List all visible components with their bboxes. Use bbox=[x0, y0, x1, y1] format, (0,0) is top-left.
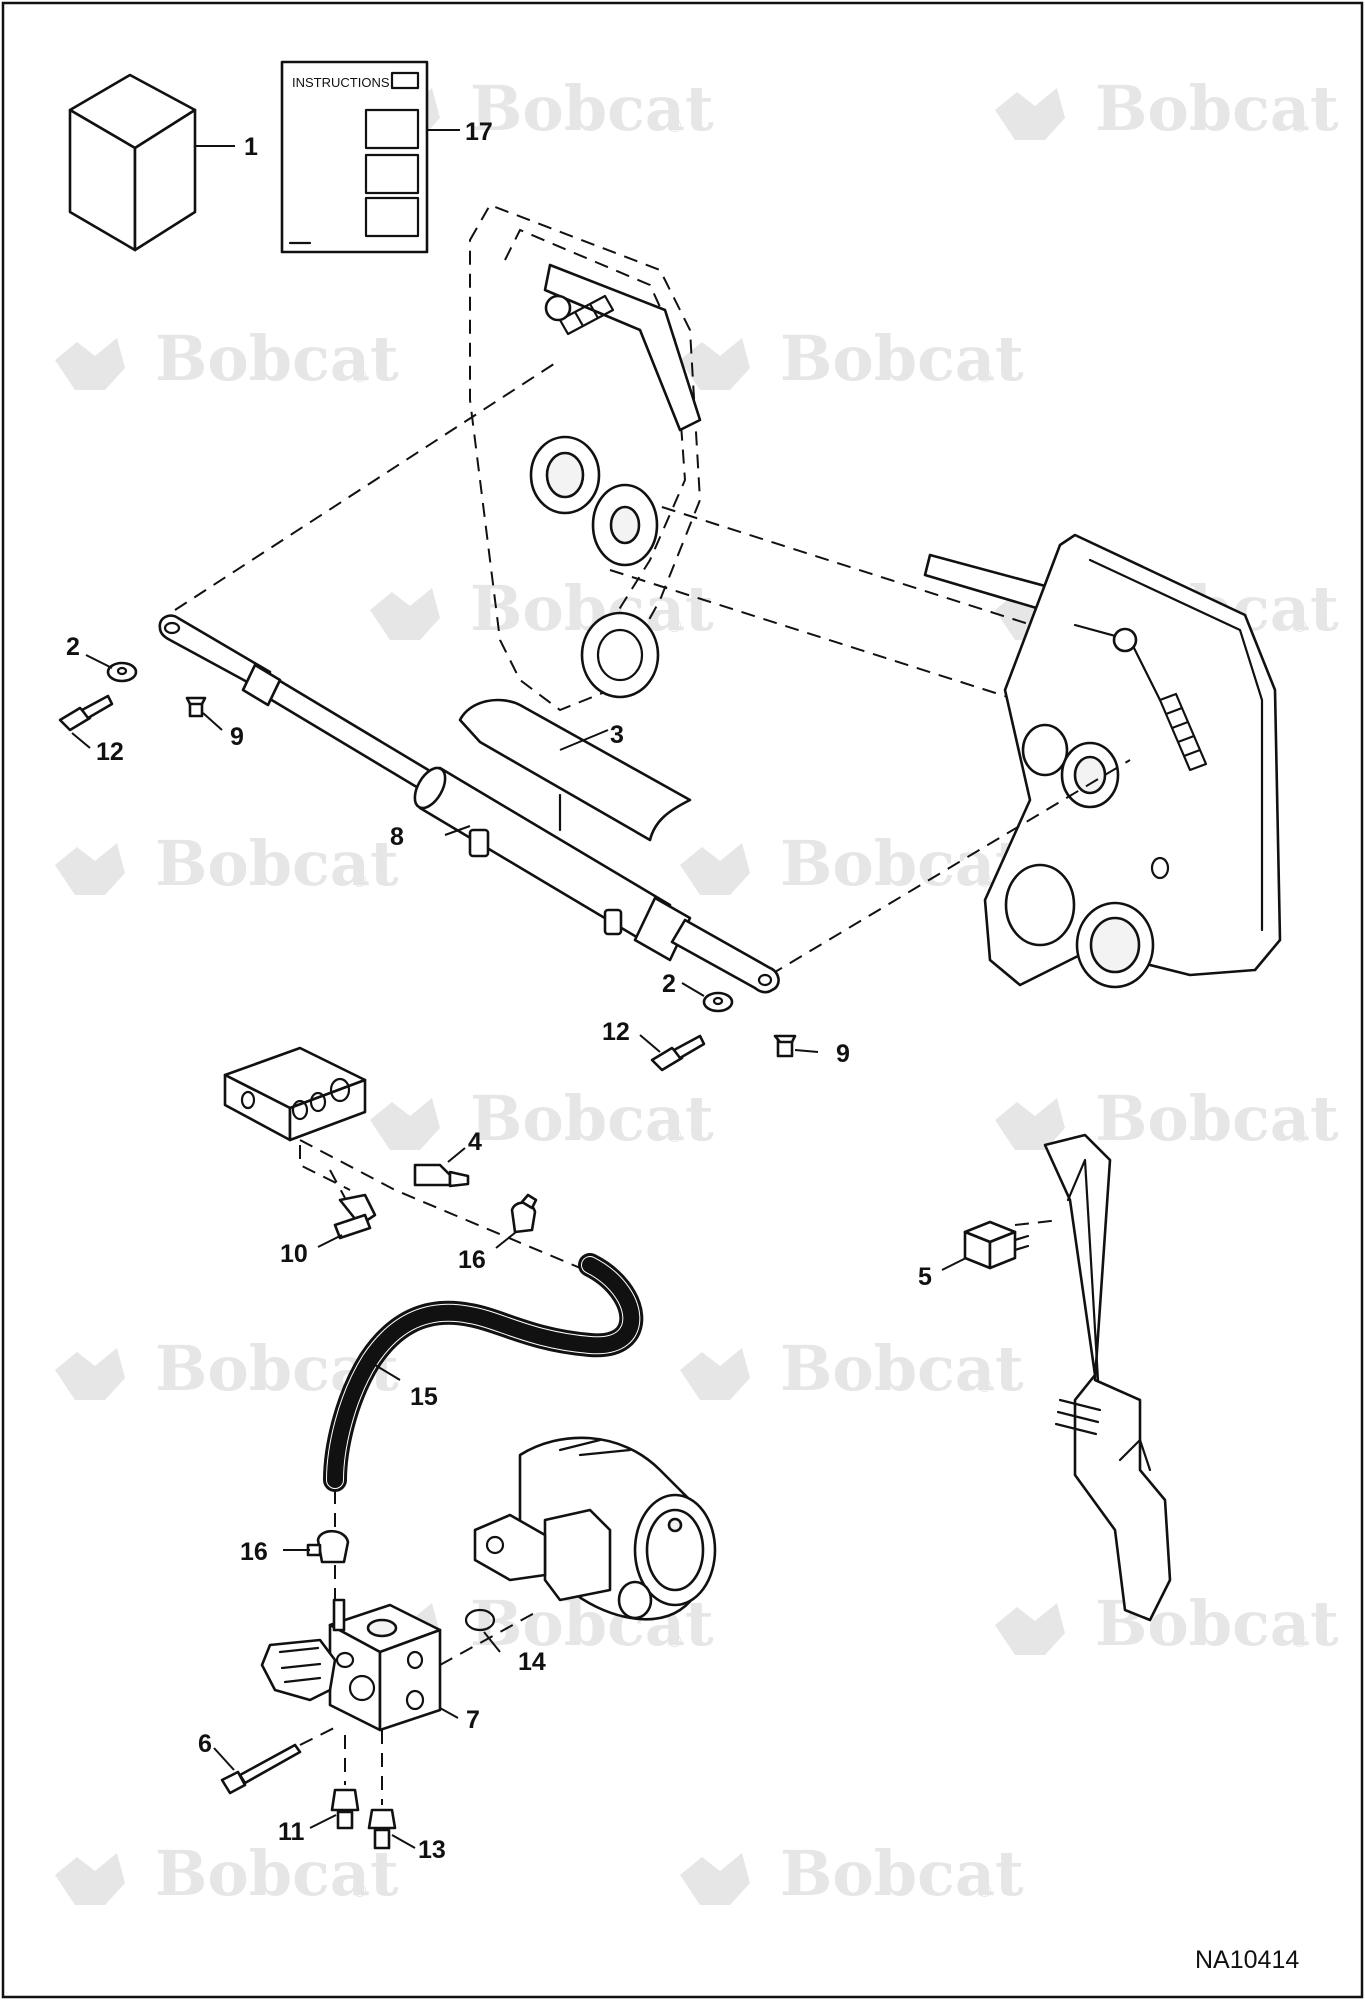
callout-2-lower: 2 bbox=[662, 970, 676, 998]
callout-7: 7 bbox=[466, 1706, 480, 1734]
bobcat-watermark: Bobcat® bbox=[680, 827, 1024, 900]
leader-lines bbox=[71, 129, 967, 1849]
watermark-brand: Bobcat bbox=[470, 1082, 714, 1155]
drawing-number: NA10414 bbox=[1195, 1946, 1299, 1974]
watermark-brand: Bobcat bbox=[780, 1837, 1024, 1910]
watermark-registered-mark: ® bbox=[978, 1881, 991, 1901]
callout-9-lower: 9 bbox=[836, 1040, 850, 1068]
fitting-13 bbox=[367, 1730, 397, 1850]
bobcat-logo-icon bbox=[995, 1098, 1065, 1150]
callout-2-upper: 2 bbox=[66, 633, 80, 661]
bobcat-logo-icon bbox=[680, 843, 750, 895]
callouts: 1 17 2 12 9 3 8 2 12 9 4 10 16 5 15 16 1… bbox=[66, 118, 932, 1864]
gear-pump bbox=[439, 1436, 717, 1666]
bobcat-watermark: Bobcat® bbox=[680, 1332, 1024, 1405]
callout-8: 8 bbox=[390, 823, 404, 851]
elbow-fitting bbox=[329, 1169, 377, 1240]
diverter-valve-block bbox=[223, 1046, 586, 1271]
kit-box bbox=[68, 73, 197, 252]
solenoid-valve-block bbox=[260, 1598, 442, 1732]
bobcat-logo-icon bbox=[55, 338, 125, 390]
bobcat-watermark: Bobcat® bbox=[680, 322, 1024, 395]
callout-1: 1 bbox=[244, 133, 258, 161]
watermark-registered-mark: ® bbox=[668, 116, 681, 136]
bobcat-logo-icon bbox=[55, 1853, 125, 1905]
long-bolt bbox=[220, 1724, 341, 1795]
bobcat-logo-icon bbox=[995, 88, 1065, 140]
bobcat-logo-icon bbox=[55, 843, 125, 895]
bobcat-logo-icon bbox=[680, 338, 750, 390]
watermark-registered-mark: ® bbox=[353, 871, 366, 891]
watermark-brand: Bobcat bbox=[155, 827, 399, 900]
watermark-registered-mark: ® bbox=[668, 616, 681, 636]
watermark-registered-mark: ® bbox=[1293, 1631, 1306, 1651]
bobcat-logo-icon bbox=[370, 1098, 440, 1150]
hose-clamp-upper bbox=[510, 1193, 538, 1234]
watermark-registered-mark: ® bbox=[668, 1126, 681, 1146]
watermark-registered-mark: ® bbox=[978, 871, 991, 891]
watermark-brand: Bobcat bbox=[155, 322, 399, 395]
watermark-registered-mark: ® bbox=[1293, 616, 1306, 636]
watermark-registered-mark: ® bbox=[978, 366, 991, 386]
hose-clamp-lower bbox=[306, 1529, 350, 1620]
bobcat-watermark: Bobcat® bbox=[995, 72, 1339, 145]
callout-15: 15 bbox=[410, 1383, 438, 1411]
watermark-brand: Bobcat bbox=[1095, 1082, 1339, 1155]
fitting-11 bbox=[330, 1735, 360, 1830]
callout-17: 17 bbox=[465, 118, 493, 146]
callout-13: 13 bbox=[418, 1836, 446, 1864]
bobcat-watermark: Bobcat® bbox=[55, 827, 399, 900]
watermark-registered-mark: ® bbox=[978, 1376, 991, 1396]
quick-tach-frame bbox=[469, 203, 1282, 989]
bobcat-logo-icon bbox=[370, 588, 440, 640]
bobcat-watermark: Bobcat® bbox=[370, 1082, 714, 1155]
callout-11: 11 bbox=[278, 1818, 305, 1846]
bobcat-logo-icon bbox=[680, 1348, 750, 1400]
hardware-lower bbox=[650, 991, 797, 1072]
callout-14: 14 bbox=[518, 1648, 546, 1676]
watermark-brand: Bobcat bbox=[780, 827, 1024, 900]
callout-10: 10 bbox=[280, 1240, 308, 1268]
callout-6: 6 bbox=[198, 1730, 212, 1758]
watermark-registered-mark: ® bbox=[1293, 1126, 1306, 1146]
hydraulic-hose bbox=[323, 1253, 644, 1530]
bobcat-watermark: Bobcat® bbox=[55, 1837, 399, 1910]
watermark-registered-mark: ® bbox=[353, 366, 366, 386]
bobcat-watermark: Bobcat® bbox=[55, 322, 399, 395]
callout-4: 4 bbox=[468, 1128, 482, 1156]
bobcat-watermark: Bobcat® bbox=[55, 1332, 399, 1405]
watermark-brand: Bobcat bbox=[780, 1332, 1024, 1405]
watermark-brand: Bobcat bbox=[470, 72, 714, 145]
bobcat-logo-icon bbox=[995, 1603, 1065, 1655]
switch bbox=[963, 1220, 1030, 1270]
bobcat-logo-icon bbox=[680, 1853, 750, 1905]
bobcat-logo-icon bbox=[55, 1348, 125, 1400]
callout-16-lower: 16 bbox=[240, 1538, 268, 1566]
watermark-brand: Bobcat bbox=[780, 322, 1024, 395]
straight-fitting bbox=[413, 1163, 470, 1188]
callout-3: 3 bbox=[610, 721, 624, 749]
cylinder-decal bbox=[458, 698, 692, 842]
bobcat-watermark: Bobcat® bbox=[680, 1837, 1024, 1910]
callout-9-upper: 9 bbox=[230, 723, 244, 751]
hydraulic-cylinder bbox=[158, 359, 1131, 994]
bobcat-watermark: Bobcat® bbox=[995, 1082, 1339, 1155]
callout-16-upper: 16 bbox=[458, 1246, 486, 1274]
watermark-registered-mark: ® bbox=[1293, 116, 1306, 136]
control-handle bbox=[1014, 1133, 1172, 1622]
callout-5: 5 bbox=[918, 1263, 932, 1291]
watermark-registered-mark: ® bbox=[353, 1881, 366, 1901]
instructions-title: INSTRUCTIONS bbox=[292, 75, 390, 90]
watermark-brand: Bobcat bbox=[1095, 72, 1339, 145]
o-ring bbox=[464, 1608, 496, 1632]
watermark-registered-mark: ® bbox=[668, 1631, 681, 1651]
instructions-sheet: INSTRUCTIONS bbox=[280, 60, 429, 254]
hardware-upper bbox=[58, 661, 207, 732]
watermark-brand: Bobcat bbox=[155, 1837, 399, 1910]
callout-12-lower: 12 bbox=[602, 1018, 630, 1046]
callout-12-upper: 12 bbox=[96, 738, 124, 766]
